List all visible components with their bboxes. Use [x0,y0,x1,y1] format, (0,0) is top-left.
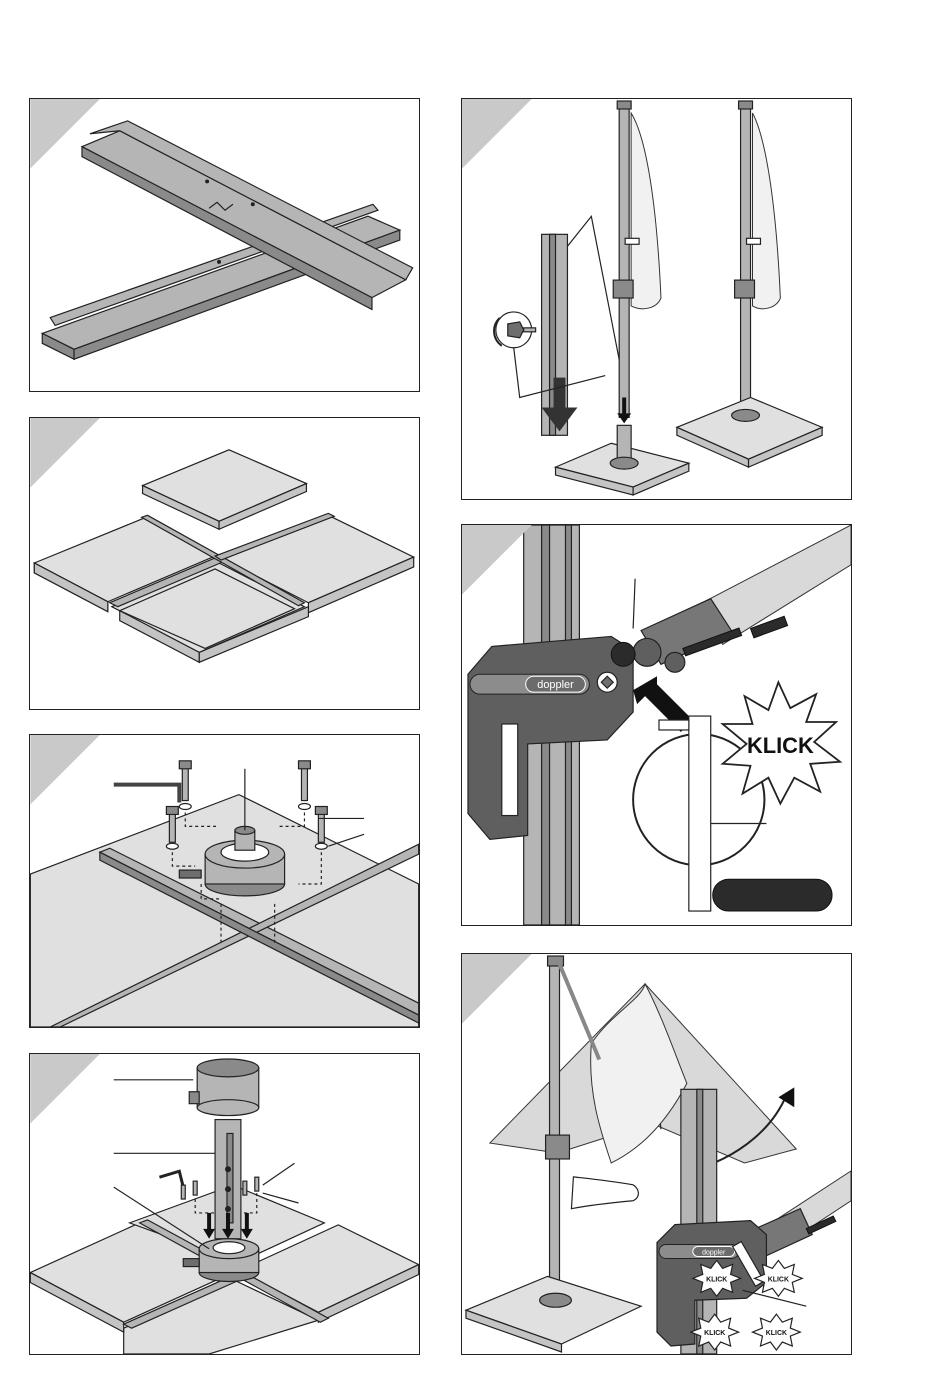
svg-text:KLICK: KLICK [706,1276,727,1283]
screw [524,328,536,332]
step-5-panel [461,98,852,500]
step-corner-marker [30,735,100,805]
umbrella-cover [631,113,661,309]
step-corner-marker [30,418,100,488]
svg-text:KLICK: KLICK [768,1276,789,1283]
socket-knob [179,870,201,878]
step-corner-marker [462,954,532,1024]
klick-burst-icon: KLICK [753,1314,801,1350]
umbrella-cover [591,984,687,1163]
step-corner-marker [30,1054,100,1124]
brand-label: doppler [702,1249,726,1256]
socket-mount-illustration [30,735,419,1027]
screw [193,1181,197,1195]
step-4-panel [29,1053,420,1355]
brand-label: doppler [537,679,574,691]
socket-knob [183,1259,199,1267]
svg-text:KLICK: KLICK [766,1330,787,1337]
umbrella-mast [619,105,629,417]
svg-text:KLICK: KLICK [704,1330,725,1337]
screw [243,1181,247,1195]
step-corner-marker [462,525,532,595]
step-7-panel: doppler KLICK KLICK KLICK KLICK [461,953,852,1355]
umbrella-mast [741,105,751,411]
hand-illustration [571,1177,638,1209]
bolt-hole [205,179,209,183]
arm-bracket [735,280,755,298]
allen-key [159,1171,183,1187]
step-2-panel [29,417,420,710]
screw [181,1185,185,1199]
bolt-hole [251,202,255,206]
base-socket [732,409,760,421]
allen-key [114,785,180,803]
step-corner-marker [462,99,532,169]
klick-label: KLICK [747,733,814,758]
step-1-panel [29,98,420,392]
umbrella-cover [753,113,781,309]
knob-icon [508,322,524,338]
open-umbrella-illustration: doppler KLICK KLICK KLICK KLICK [462,954,851,1354]
handle-grip [713,879,832,911]
release-handle [689,716,711,911]
click-mechanism-illustration: doppler KLICK [462,525,851,925]
paving-slab-floating [143,450,307,522]
step-3-panel [29,734,420,1028]
mast-tube-illustration [30,1054,419,1354]
base-socket [540,1293,572,1307]
base-socket [610,457,638,469]
slabs-illustration [30,418,419,709]
arm-bracket [546,1135,570,1159]
step-6-panel: doppler KLICK [461,524,852,926]
support-arm [559,964,599,1060]
paving-slab [466,1276,641,1344]
arm-bracket [613,280,633,298]
cross-base-illustration [30,99,419,391]
umbrella-mounting-illustration [462,99,851,499]
paving-slab [677,397,822,459]
bolt [298,761,310,810]
bolt-hole [217,260,221,264]
screw [255,1177,259,1191]
